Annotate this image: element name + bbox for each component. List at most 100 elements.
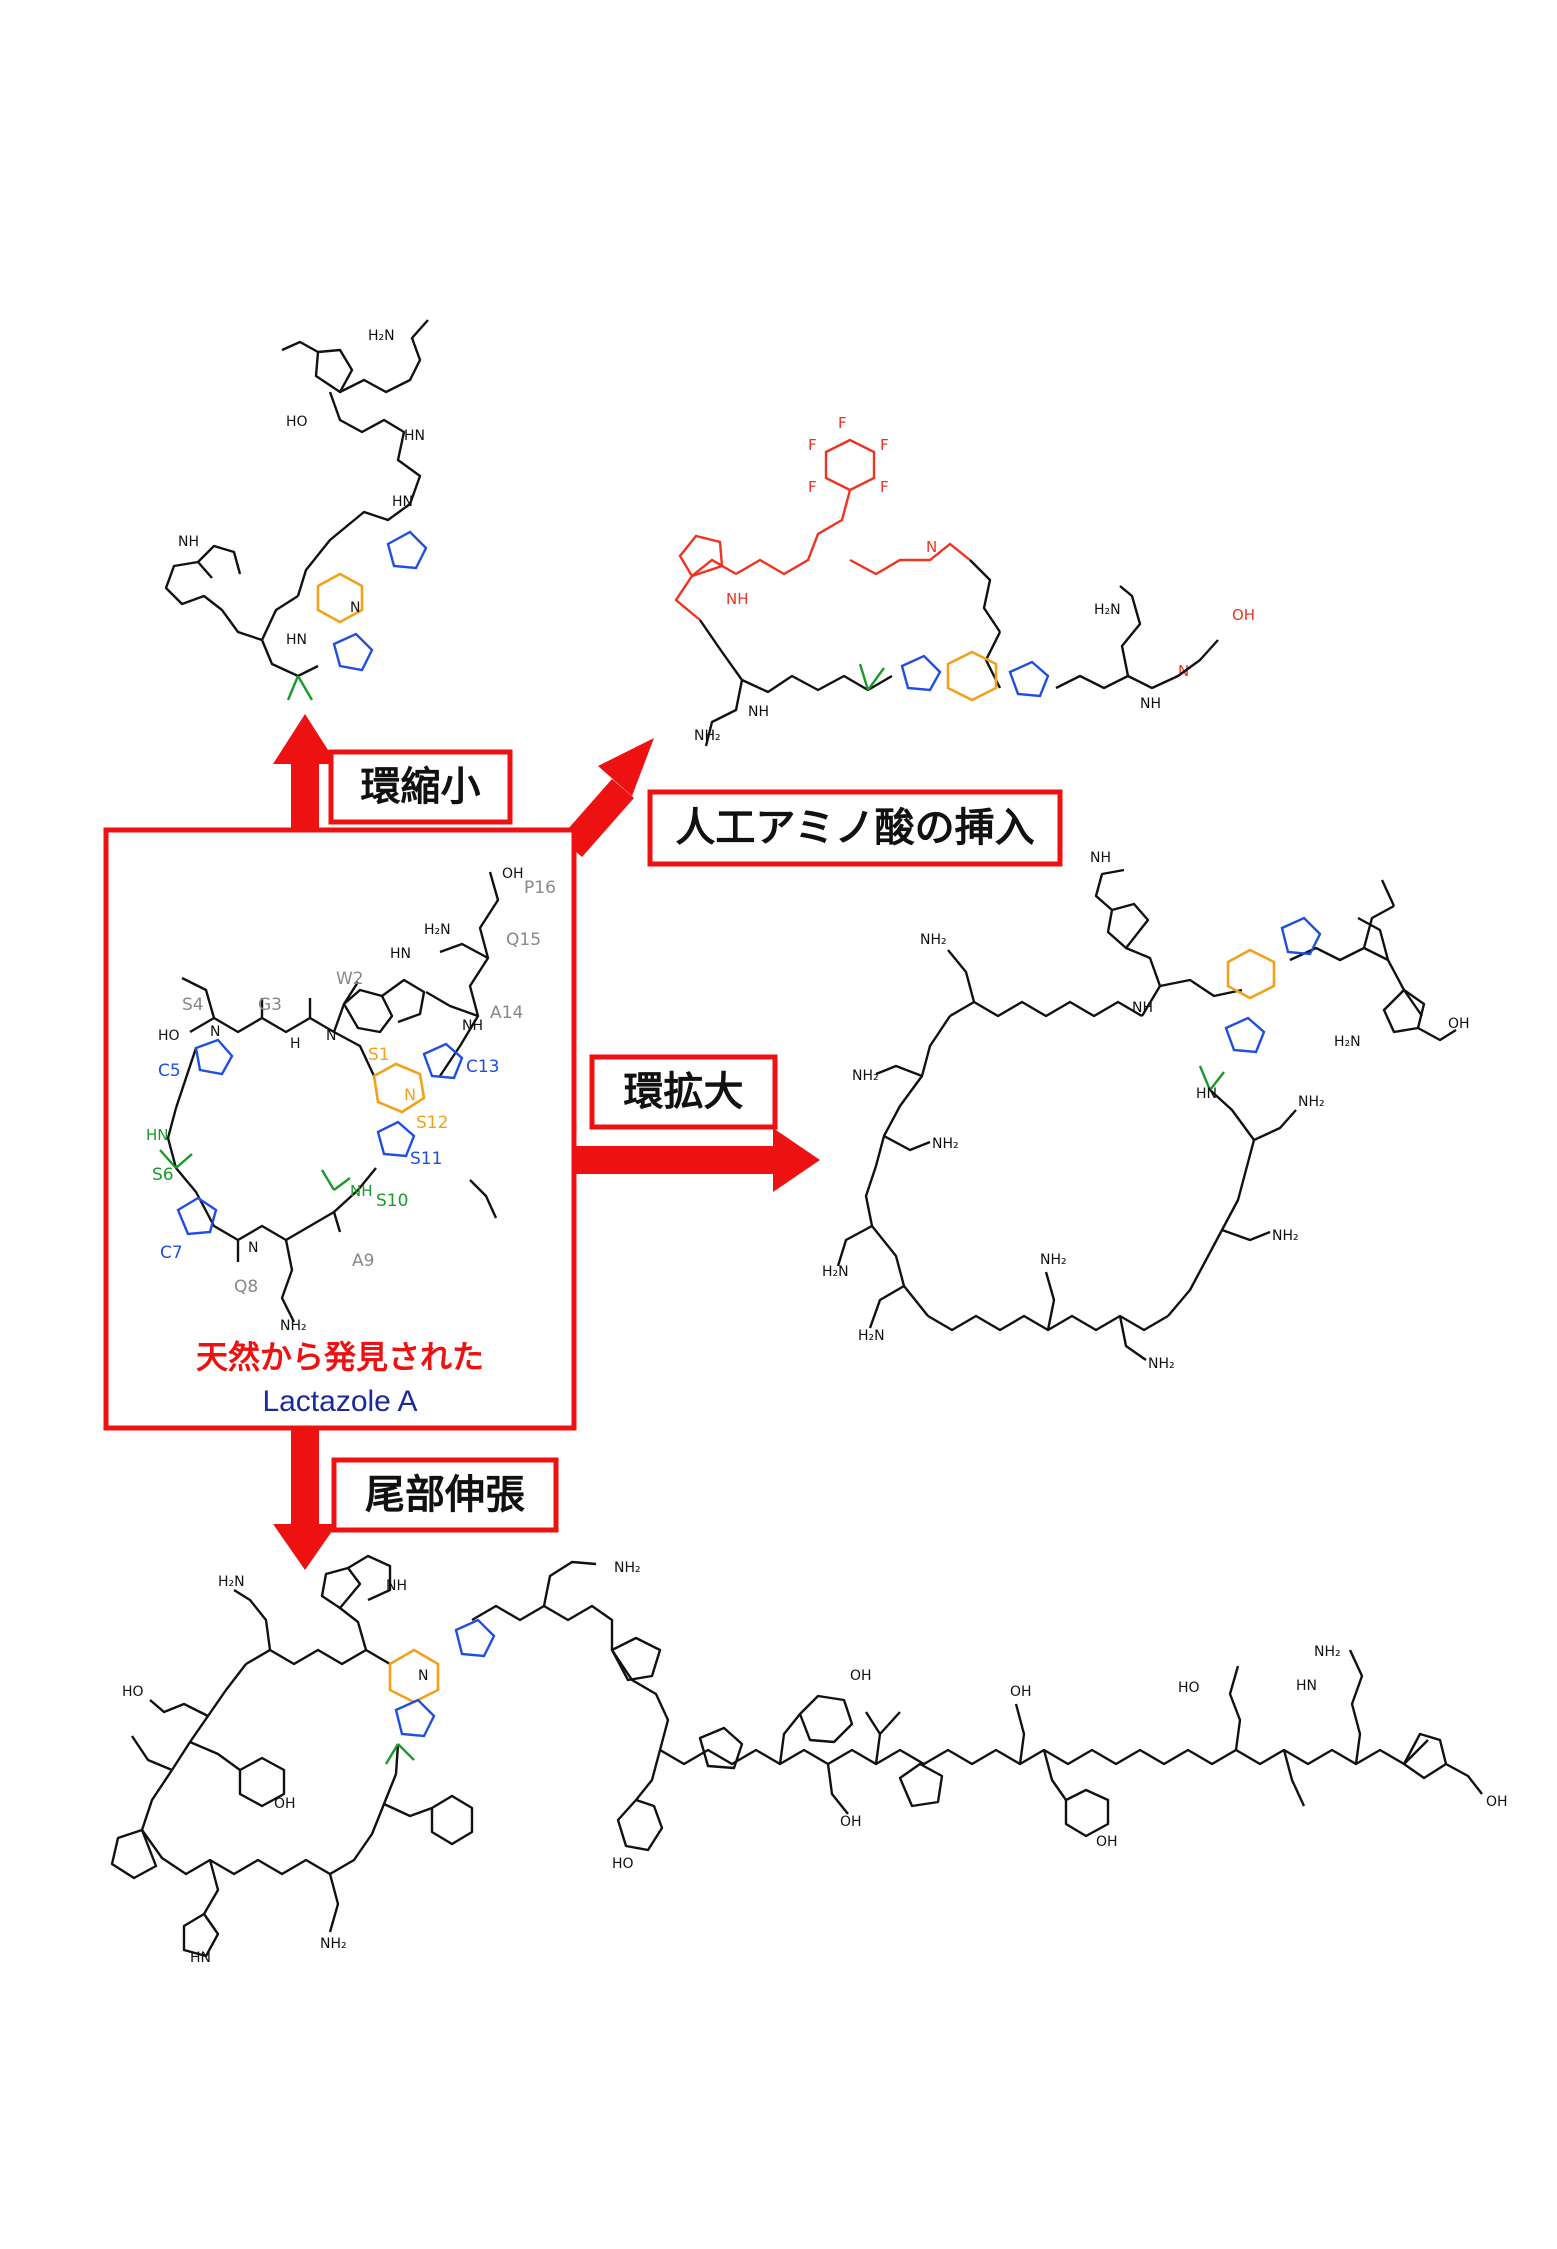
svg-text:HN: HN <box>1296 1678 1317 1694</box>
svg-text:H: H <box>290 1036 301 1052</box>
svg-text:NH₂: NH₂ <box>920 932 947 948</box>
svg-text:OH: OH <box>1096 1834 1118 1850</box>
label-tail-extension-text: 尾部伸張 <box>365 1472 525 1518</box>
svg-text:F: F <box>880 478 889 496</box>
svg-text:OH: OH <box>502 866 524 882</box>
svg-text:NH: NH <box>386 1578 407 1594</box>
svg-text:NH: NH <box>350 1182 373 1200</box>
residue-s11: S11 <box>410 1149 442 1169</box>
svg-text:NH₂: NH₂ <box>614 1560 641 1576</box>
svg-text:NH₂: NH₂ <box>694 728 721 744</box>
svg-text:OH: OH <box>1486 1794 1508 1810</box>
svg-text:OH: OH <box>1448 1016 1470 1032</box>
residue-s12: S12 <box>416 1113 448 1133</box>
svg-text:N: N <box>418 1668 428 1684</box>
arrow-diag-head <box>598 738 654 796</box>
svg-text:HN: HN <box>286 632 307 648</box>
svg-text:NH: NH <box>726 590 749 608</box>
svg-text:NH₂: NH₂ <box>1272 1228 1299 1244</box>
residue-c5: C5 <box>158 1061 181 1081</box>
svg-text:NH: NH <box>1090 850 1111 866</box>
arrow-diag-shaft <box>560 779 634 857</box>
label-unnatural-insertion: 人工アミノ酸の挿入 <box>647 789 1063 867</box>
svg-text:F: F <box>838 414 847 432</box>
svg-text:HN: HN <box>392 494 413 510</box>
lactazole-structure <box>166 871 500 1323</box>
arrow-up-head <box>273 714 337 764</box>
residue-s1: S1 <box>368 1045 390 1065</box>
arrow-down-head <box>273 1524 337 1570</box>
svg-text:HN: HN <box>404 428 425 444</box>
svg-text:HO: HO <box>122 1684 144 1700</box>
label-ring-contraction: 環縮小 <box>328 749 513 825</box>
svg-text:HO: HO <box>612 1856 634 1872</box>
label-ring-expansion-text: 環拡大 <box>624 1069 744 1115</box>
svg-text:OH: OH <box>1232 606 1255 624</box>
svg-text:OH: OH <box>1010 1684 1032 1700</box>
label-tail-extension: 尾部伸張 <box>331 1457 559 1533</box>
svg-text:NH: NH <box>1132 1000 1153 1016</box>
structure-unnatural: F F F F F NH N N OH NH₂ <box>674 414 1255 747</box>
natural-lactazole-box: N HN NH HO HN H₂N OH NH₂ N N H NH N <box>103 827 577 1431</box>
arrow-up-shaft <box>291 762 319 834</box>
svg-text:F: F <box>808 436 817 454</box>
svg-text:F: F <box>808 478 817 496</box>
arrow-down-shaft <box>291 1428 319 1528</box>
arrows <box>273 714 820 1570</box>
svg-text:NH₂: NH₂ <box>320 1936 347 1952</box>
residue-s4: S4 <box>182 995 204 1015</box>
svg-text:NH: NH <box>1140 696 1161 712</box>
svg-text:HN: HN <box>146 1126 169 1144</box>
svg-text:NH₂: NH₂ <box>1298 1094 1325 1110</box>
svg-text:HN: HN <box>190 1950 211 1966</box>
svg-text:H₂N: H₂N <box>1334 1034 1361 1050</box>
svg-text:NH₂: NH₂ <box>1314 1644 1341 1660</box>
svg-text:H₂N: H₂N <box>424 922 451 938</box>
residue-c7: C7 <box>160 1243 183 1263</box>
natural-name: Lactazole A <box>262 1385 417 1418</box>
svg-text:N: N <box>326 1028 336 1044</box>
residue-s10: S10 <box>376 1191 408 1211</box>
svg-text:N: N <box>404 1085 416 1104</box>
lactazole-azoles <box>176 1038 464 1236</box>
svg-text:NH: NH <box>178 534 199 550</box>
arrow-right-head <box>773 1128 820 1192</box>
residue-q8: Q8 <box>234 1277 258 1297</box>
svg-text:H₂N: H₂N <box>1094 602 1121 618</box>
structure-tail-extension: H₂N HO NH₂ OH HN NH₂ HO OH OH OH OH HO N… <box>110 1554 1508 1966</box>
label-ring-contraction-text: 環縮小 <box>361 764 481 810</box>
svg-text:NH₂: NH₂ <box>280 1318 307 1334</box>
lactazole-dehydro: HN NH <box>146 1126 373 1200</box>
structure-ring-contraction: H₂N HO HN HN HN NH N <box>164 319 429 701</box>
svg-text:OH: OH <box>840 1814 862 1830</box>
label-ring-expansion: 環拡大 <box>589 1054 778 1130</box>
residue-a14: A14 <box>490 1003 523 1023</box>
residue-a9: A9 <box>352 1251 374 1271</box>
arrow-right-shaft <box>575 1146 777 1174</box>
svg-text:H₂N: H₂N <box>822 1264 849 1280</box>
svg-text:N: N <box>248 1240 258 1256</box>
structure-ring-expansion: NH₂ NH₂ NH₂ H₂N H₂N NH₂ NH₂ NH₂ NH₂ NH H… <box>822 850 1470 1372</box>
svg-text:HN: HN <box>390 946 411 962</box>
svg-text:N: N <box>926 538 937 556</box>
residue-s6: S6 <box>152 1165 174 1185</box>
residue-q15: Q15 <box>506 930 541 950</box>
svg-text:HO: HO <box>286 414 308 430</box>
svg-text:H₂N: H₂N <box>218 1574 245 1590</box>
svg-text:NH: NH <box>462 1018 483 1034</box>
lactazole-atoms: HO HN H₂N OH NH₂ N N H NH N <box>158 866 524 1334</box>
svg-text:NH₂: NH₂ <box>1040 1252 1067 1268</box>
svg-text:NH₂: NH₂ <box>1148 1356 1175 1372</box>
svg-text:NH: NH <box>748 704 769 720</box>
svg-text:H₂N: H₂N <box>858 1328 885 1344</box>
lactazole-pyridine: N <box>372 1062 426 1114</box>
svg-text:NH₂: NH₂ <box>932 1136 959 1152</box>
svg-text:HO: HO <box>158 1028 180 1044</box>
svg-text:H₂N: H₂N <box>368 328 395 344</box>
svg-text:NH₂: NH₂ <box>852 1068 879 1084</box>
residue-w2: W2 <box>336 969 364 989</box>
svg-text:HN: HN <box>1196 1086 1217 1102</box>
natural-caption: 天然から発見された <box>196 1338 484 1376</box>
svg-text:OH: OH <box>274 1796 296 1812</box>
svg-text:HO: HO <box>1178 1680 1200 1696</box>
